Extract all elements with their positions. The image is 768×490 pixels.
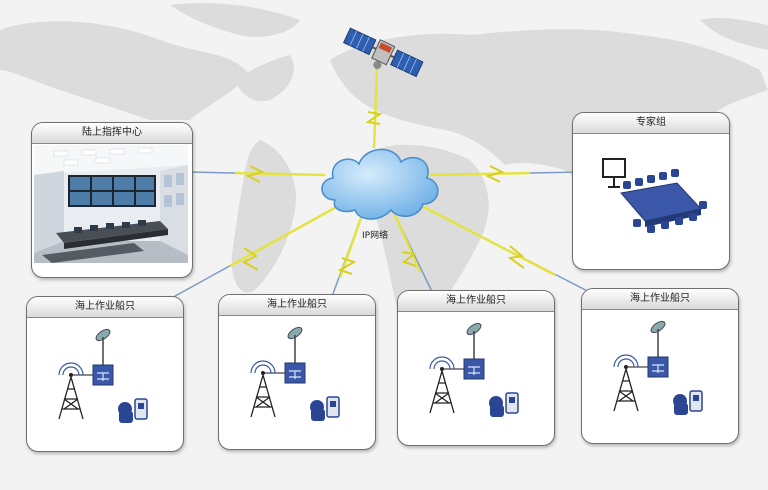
link-expert-group — [429, 165, 581, 183]
network-switch-icon — [647, 356, 669, 378]
radio-tower-icon — [250, 360, 276, 418]
link-ship-4 — [419, 203, 606, 301]
ship-title-4: 海上作业船只 — [582, 289, 738, 310]
command-room-image — [34, 145, 188, 263]
satellite-dish-icon — [466, 322, 482, 359]
handset-icon — [489, 392, 519, 417]
ip-network-label: IP网络 — [362, 231, 389, 241]
cloud-icon — [321, 148, 439, 220]
projector-screen-icon — [602, 158, 626, 188]
ship-panel-4: 海上作业船只 — [581, 288, 739, 444]
ship-title-3: 海上作业船只 — [398, 291, 554, 312]
radio-tower-icon — [613, 354, 639, 412]
network-switch-icon — [92, 364, 114, 386]
satellite-dish-icon — [287, 326, 303, 363]
ship-equipment-3 — [429, 322, 519, 417]
land-command-center-panel: 陆上指挥中心 — [31, 122, 193, 278]
radio-tower-icon — [58, 362, 84, 420]
expert-group-title: 专家组 — [573, 113, 729, 134]
handset-icon — [118, 398, 148, 423]
land-command-center-title: 陆上指挥中心 — [32, 123, 192, 144]
meeting-table-icon — [602, 158, 707, 233]
ship-panel-1: 海上作业船只 — [26, 296, 184, 452]
ship-equipment-1 — [58, 328, 148, 423]
ship-title-1: 海上作业船只 — [27, 297, 183, 318]
handset-icon — [310, 396, 340, 421]
ship-title-2: 海上作业船只 — [219, 295, 375, 316]
link-ship-3 — [393, 214, 438, 303]
ship-panel-2: 海上作业船只 — [218, 294, 376, 450]
network-switch-icon — [463, 358, 485, 380]
satellite-icon — [342, 27, 424, 78]
satellite-dish-icon — [95, 328, 111, 365]
link-ship-1 — [167, 203, 341, 301]
network-switch-icon — [284, 362, 306, 384]
radio-tower-icon — [429, 356, 455, 414]
satellite-dish-icon — [650, 320, 666, 357]
link-satellite-cloud — [365, 67, 383, 149]
ship-panel-3: 海上作业船只 — [397, 290, 555, 446]
link-land-center — [189, 165, 326, 183]
expert-group-panel: 专家组 — [572, 112, 730, 270]
handset-icon — [673, 390, 703, 415]
ship-equipment-2 — [250, 326, 340, 421]
ship-equipment-4 — [613, 320, 703, 415]
